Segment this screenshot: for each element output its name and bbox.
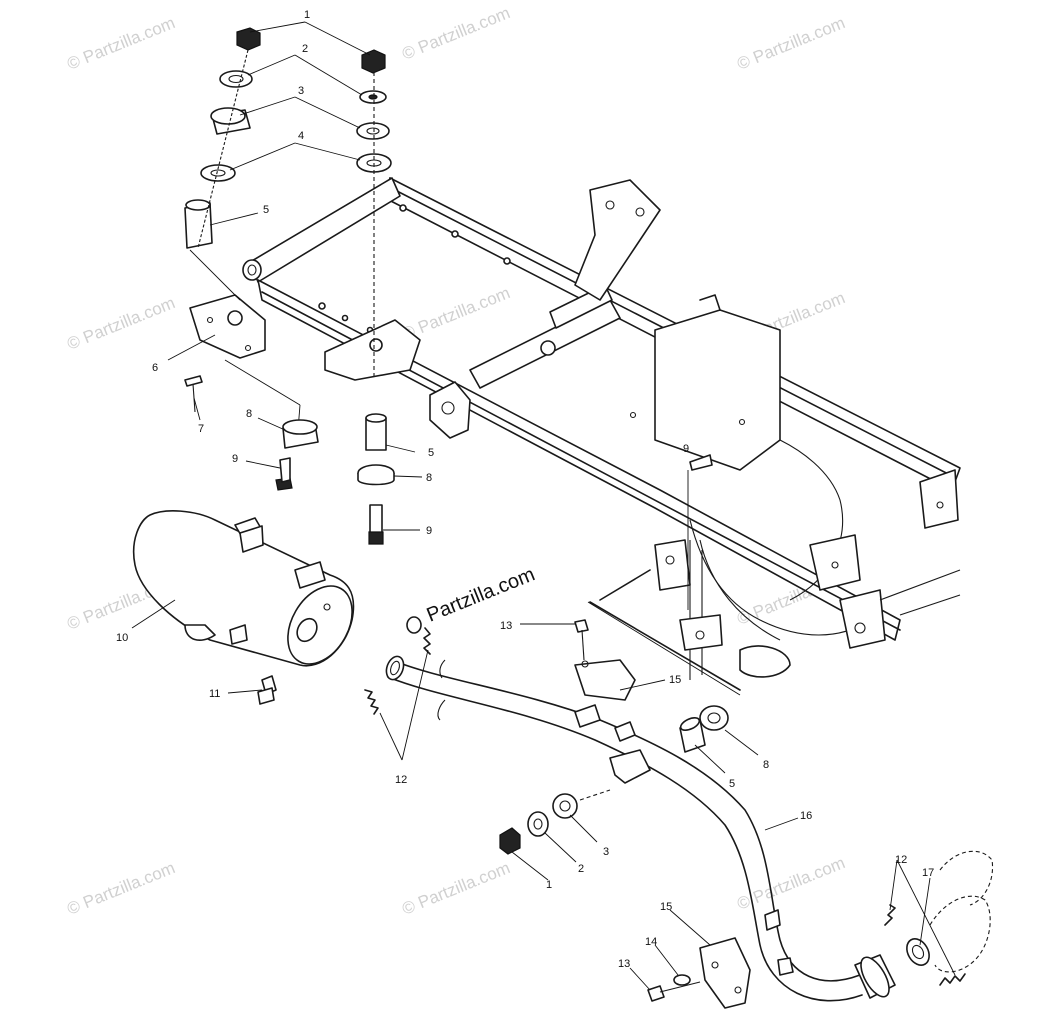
lower-frame-structure: [589, 569, 961, 691]
callout-12-right: 12: [895, 854, 907, 866]
callout-15-low: 15: [660, 901, 672, 913]
callout-9-mid: 9: [426, 525, 432, 537]
callout-4-top: 4: [298, 130, 304, 142]
callout-12-left: 12: [395, 774, 407, 786]
callout-5-top: 5: [263, 204, 269, 216]
watermark-11: © Partzilla.com: [734, 853, 847, 914]
left-spacer-bolt: [275, 419, 319, 491]
top-hardware-stack-right: [356, 49, 392, 380]
center-bracket: [324, 319, 471, 439]
muffler-bolt: [257, 675, 277, 705]
right-hardware: [574, 619, 729, 753]
callout-5-mid: 5: [428, 447, 434, 459]
callout-8-right: 8: [763, 759, 769, 771]
callout-2-top: 2: [302, 43, 308, 55]
callout-numbers: 1 2 3 4 5 6 7 8 9 5 8 9 9 10 11 12 13 15…: [116, 9, 934, 970]
callout-6: 6: [152, 362, 158, 374]
frame-mid-member: [469, 179, 661, 389]
callout-9-left: 9: [232, 453, 238, 465]
muffler: [132, 510, 355, 667]
callout-17: 17: [922, 867, 934, 879]
callout-8-left: 8: [246, 408, 252, 420]
callout-leaders: [131, 21, 956, 991]
callout-3-low: 3: [603, 846, 609, 858]
watermark-1: © Partzilla.com: [64, 13, 177, 74]
callout-2-low: 2: [578, 863, 584, 875]
callout-15-mid: 15: [669, 674, 681, 686]
callout-1-low: 1: [546, 879, 552, 891]
middle-spacer-stack: [357, 413, 395, 545]
left-mount-bracket: [184, 249, 301, 431]
watermark-10: © Partzilla.com: [399, 858, 512, 919]
frame-cross-rail: [242, 177, 401, 283]
exhaust-port: [906, 850, 994, 973]
right-bolt: [687, 454, 713, 610]
top-hardware-stack-left: [184, 27, 261, 249]
callout-13-low: 13: [618, 958, 630, 970]
watermark-5: © Partzilla.com: [399, 283, 512, 344]
callout-5-right: 5: [729, 778, 735, 790]
watermark-4: © Partzilla.com: [64, 293, 177, 354]
exhaust-pipe: [385, 655, 896, 1002]
brand-label: Partzilla.com: [424, 563, 538, 626]
right-frame-brackets: [654, 469, 959, 651]
callout-16: 16: [800, 810, 812, 822]
lower-bracket-hardware: [647, 937, 751, 1009]
callout-7: 7: [198, 423, 204, 435]
callout-11: 11: [209, 688, 220, 700]
callout-13-mid: 13: [500, 620, 512, 632]
callout-8-mid: 8: [426, 472, 432, 484]
callout-10: 10: [116, 632, 128, 644]
callout-9-right: 9: [683, 443, 689, 455]
watermark-2: © Partzilla.com: [399, 3, 512, 64]
callout-3-top: 3: [298, 85, 304, 97]
callout-14: 14: [645, 936, 657, 948]
callout-1-top: 1: [304, 9, 310, 21]
watermark-3: © Partzilla.com: [734, 13, 847, 74]
watermark-9: © Partzilla.com: [64, 858, 177, 919]
lower-hardware-stack: [499, 789, 611, 855]
springs: [364, 616, 966, 986]
